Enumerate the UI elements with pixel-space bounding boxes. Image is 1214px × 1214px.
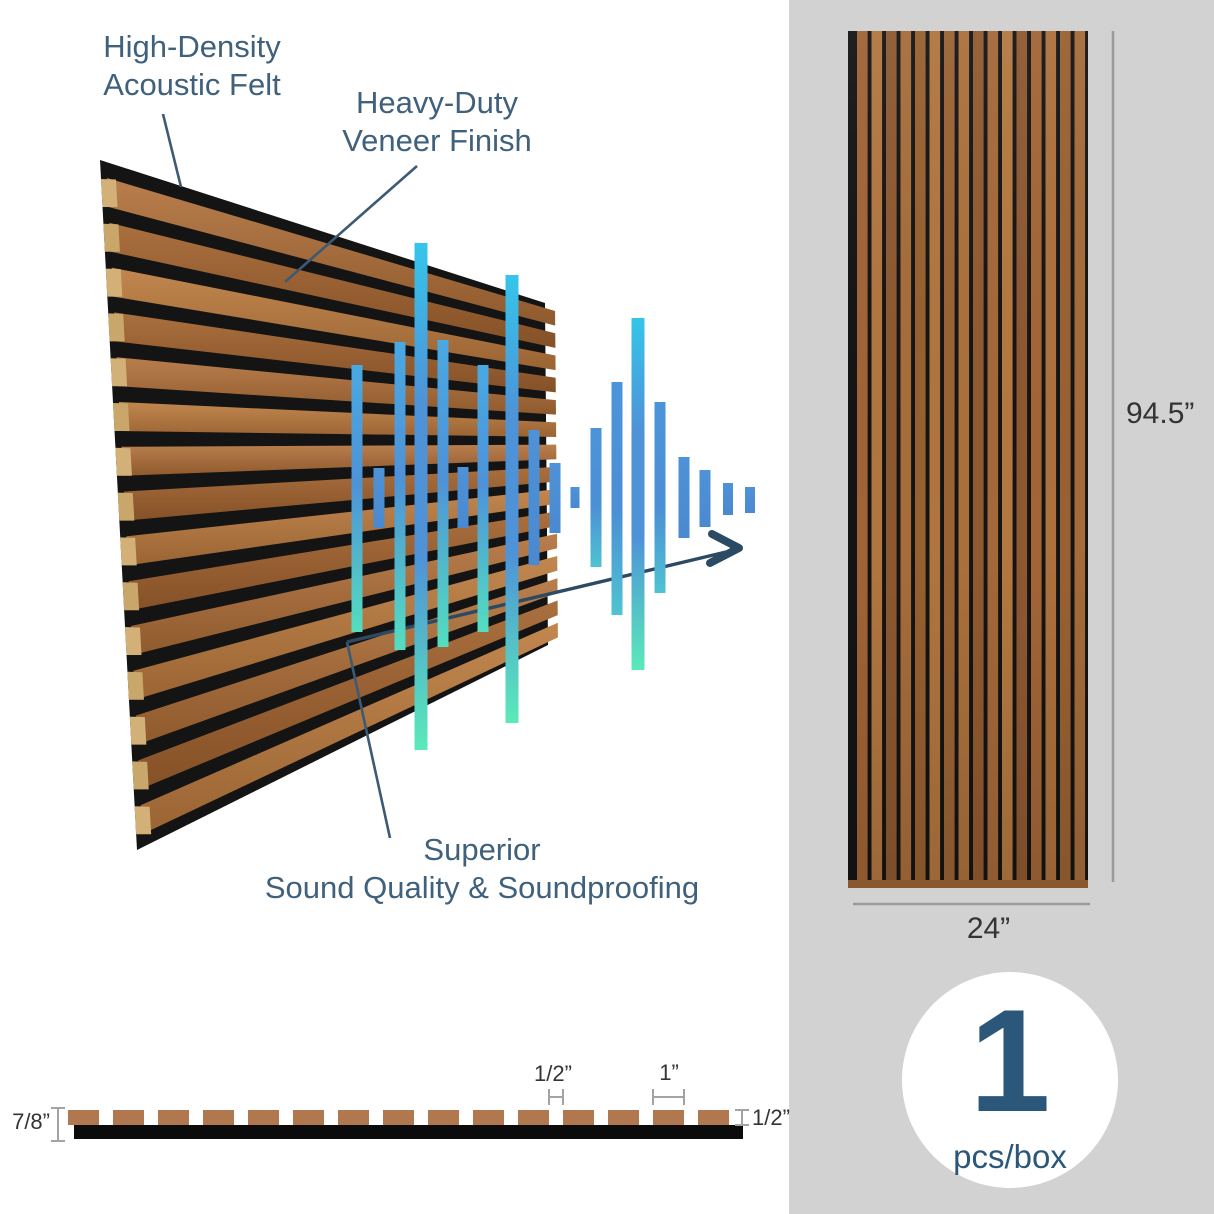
- label-acoustic-felt-line1: High-Density: [103, 29, 281, 64]
- sound-direction-arrow: [346, 550, 727, 644]
- cross-section: [51, 1089, 749, 1142]
- annotation-pointer-lines: [161, 113, 418, 839]
- perspective-panel: [100, 160, 558, 850]
- label-acoustic-felt: High-Density Acoustic Felt: [47, 28, 337, 104]
- label-sound-quality-line1: Superior: [423, 832, 541, 867]
- slat-thickness-dimension-label: 1/2”: [752, 1105, 790, 1130]
- pcs-per-box-badge: 1 pcs/box: [902, 972, 1118, 1188]
- arrow-head-icon: [706, 530, 743, 567]
- thickness-dimension-label: 7/8”: [12, 1109, 50, 1134]
- badge-count: 1: [969, 979, 1051, 1142]
- badge-unit: pcs/box: [953, 1138, 1067, 1175]
- label-veneer-finish-line1: Heavy-Duty: [356, 85, 518, 120]
- height-dimension-label: 94.5”: [1126, 397, 1195, 430]
- label-sound-quality: Superior Sound Quality & Soundproofing: [182, 831, 782, 907]
- label-sound-quality-line2: Sound Quality & Soundproofing: [264, 870, 700, 905]
- label-veneer-finish: Heavy-Duty Veneer Finish: [292, 84, 582, 160]
- width-dimension-label: 24”: [966, 912, 1011, 945]
- sound-wave: [351, 243, 755, 750]
- label-veneer-finish-line2: Veneer Finish: [342, 123, 532, 158]
- slat-width-dimension-label: 1”: [659, 1060, 679, 1085]
- label-acoustic-felt-line2: Acoustic Felt: [103, 67, 281, 102]
- gap-dimension-label: 1/2”: [534, 1061, 572, 1086]
